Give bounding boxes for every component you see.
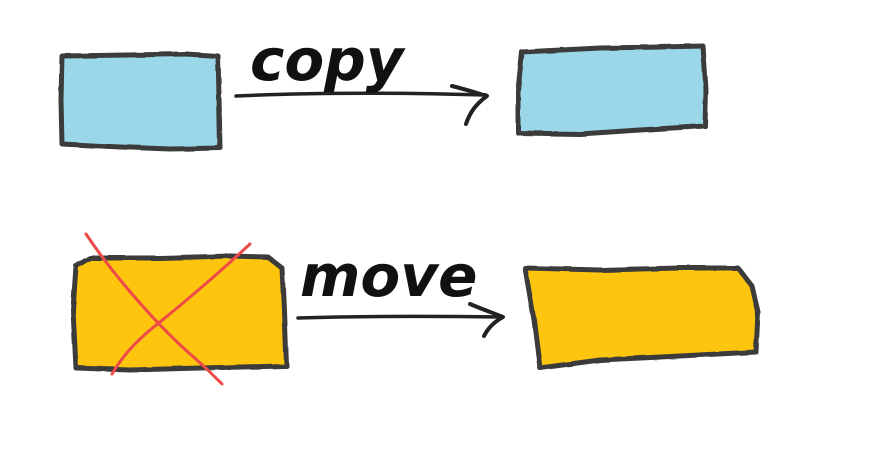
move-arrow xyxy=(296,302,505,338)
move-row: move xyxy=(70,232,761,386)
arrow-right-icon xyxy=(234,91,488,98)
copy-source-box xyxy=(58,51,223,152)
copy-arrow xyxy=(234,84,489,126)
copy-destination-box xyxy=(515,43,709,137)
copy-row: copy xyxy=(58,26,709,152)
arrow-right-icon xyxy=(296,314,504,320)
copy-label: copy xyxy=(250,26,406,94)
move-source-box xyxy=(70,253,289,373)
move-destination-box xyxy=(522,265,761,371)
x-cross-icon xyxy=(84,232,252,386)
move-label: move xyxy=(300,242,477,310)
